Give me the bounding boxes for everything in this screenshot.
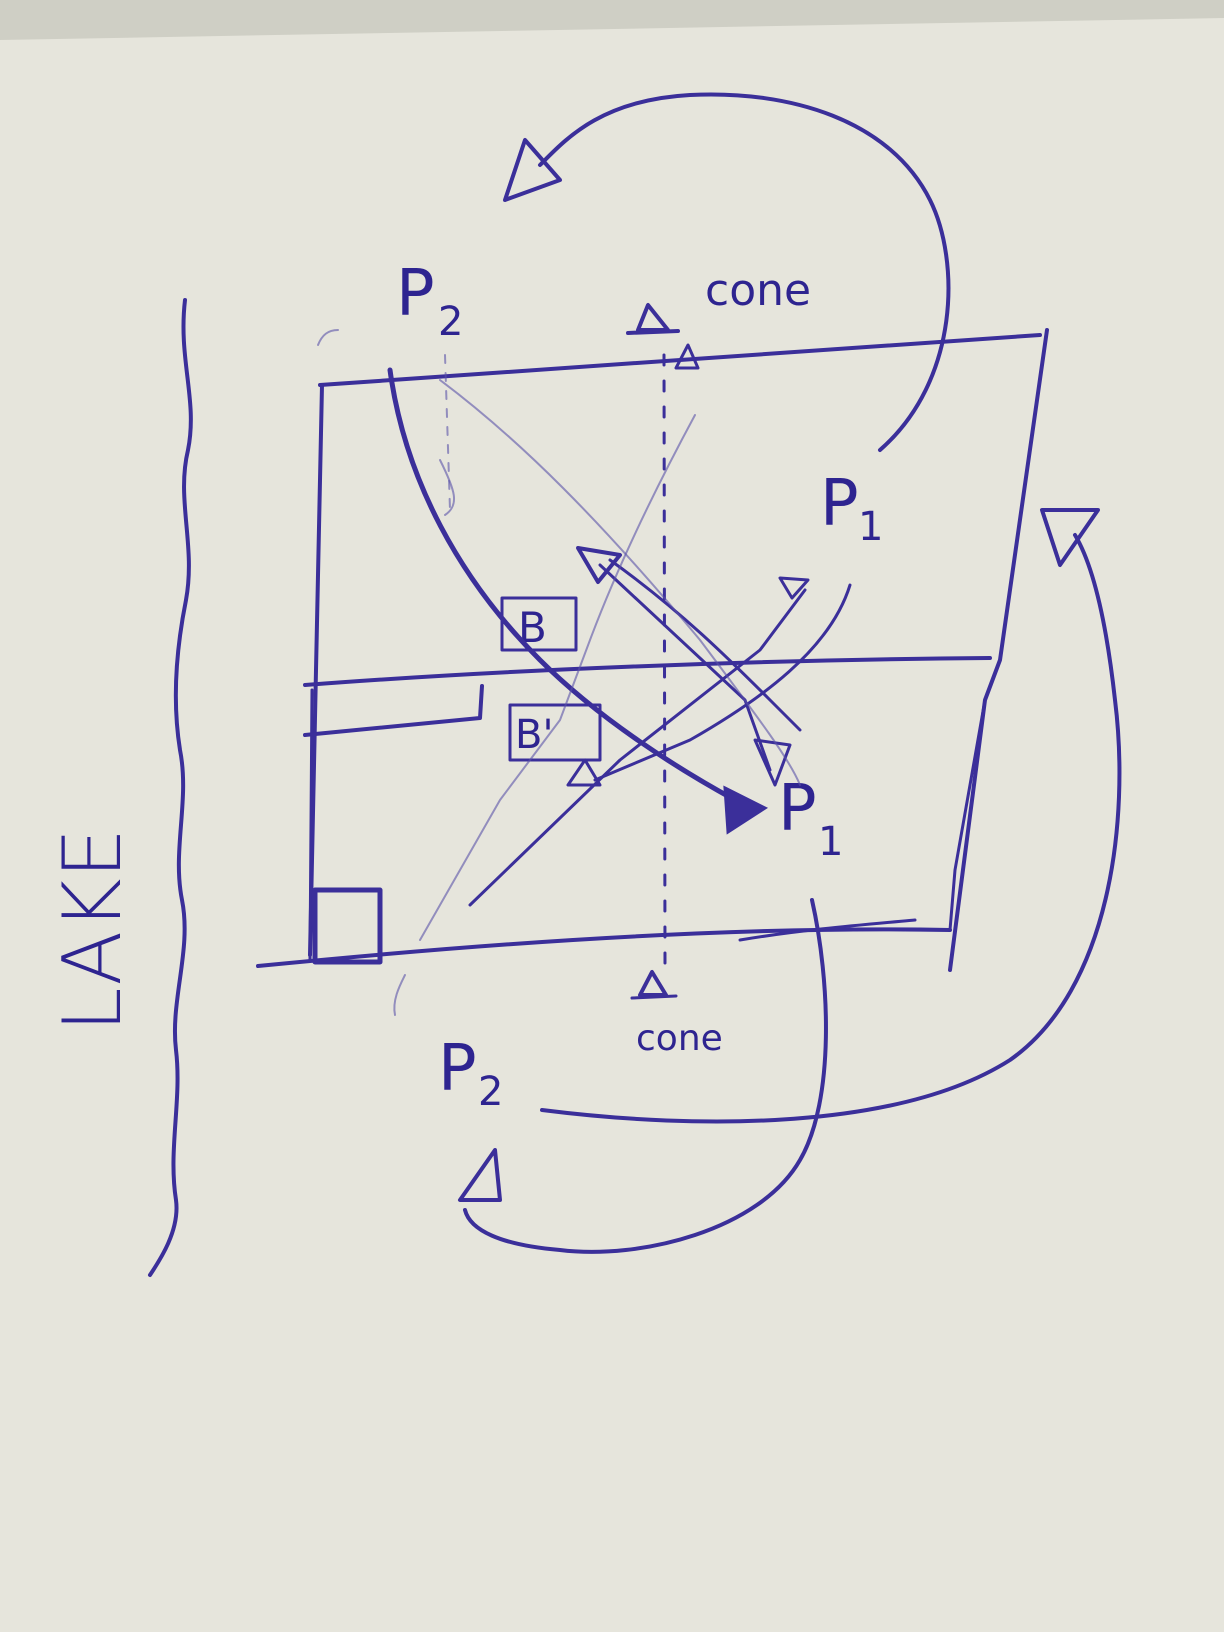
field-middle-line — [303, 656, 992, 687]
p2-bottom-subscript: 2 — [478, 1069, 503, 1115]
p2-top-subscript: 2 — [438, 299, 463, 345]
curve-p1-to-top-head — [503, 138, 562, 202]
lake-shoreline — [148, 298, 193, 1277]
box-b-prime-label: B' — [515, 712, 553, 758]
curve-p2-to-right-head — [1040, 508, 1100, 567]
p1-mid-subscript: 1 — [818, 819, 843, 865]
right-inner-strip — [948, 698, 987, 932]
inner-triangle-marker — [576, 546, 622, 584]
cone-bottom-label: cone — [636, 1018, 723, 1059]
faint-dash-top-left — [317, 329, 339, 346]
faint-line-1 — [439, 379, 801, 786]
paper-shadow-edge — [0, 0, 1224, 40]
lake-label: LAKE — [46, 828, 139, 1032]
faint-dash-bottom-left — [393, 974, 406, 1016]
p1-right-subscript: 1 — [858, 504, 883, 550]
arrow-p2-to-p1-head — [723, 785, 769, 835]
arrow-p2-to-p1 — [387, 367, 738, 803]
arrow-diagonal-lower — [608, 558, 802, 732]
cone-bottom-marker — [638, 970, 668, 997]
cone-bottom-base — [630, 994, 678, 1000]
cone-top-edge-marker — [674, 343, 700, 370]
faint-line-4 — [439, 459, 456, 516]
box-b-prime — [508, 703, 602, 762]
field-bottom-line — [256, 927, 952, 968]
arrow-p1-down-left — [593, 583, 852, 782]
field-right-line — [948, 328, 1049, 972]
p2-bottom-label: P — [438, 1032, 477, 1106]
faint-line-2 — [419, 414, 696, 941]
arrow-bottom-to-p1-head — [778, 576, 810, 600]
arrow-p1-down-left-head — [566, 758, 602, 787]
faint-line-3 — [444, 354, 451, 511]
p1-mid-label: P — [778, 772, 817, 846]
field-inner-bottom-line — [738, 918, 917, 942]
curve-to-bottom-triangle-head — [458, 1148, 502, 1202]
curve-p1-to-top — [538, 92, 951, 452]
corner-square — [312, 887, 383, 965]
cone-top-label: cone — [705, 265, 811, 316]
arrow-diagonal-lower-head — [753, 738, 792, 787]
p2-top-label: P — [396, 257, 435, 331]
p1-right-label: P — [820, 467, 859, 541]
left-inner-strip-edge — [308, 688, 314, 962]
curve-to-bottom-triangle — [463, 898, 828, 1254]
curve-p2-to-right — [540, 533, 1122, 1124]
box-b — [500, 596, 578, 652]
arrow-bottom-to-p1 — [468, 588, 807, 907]
left-inner-strip — [303, 684, 484, 737]
cone-top-base — [626, 329, 680, 335]
